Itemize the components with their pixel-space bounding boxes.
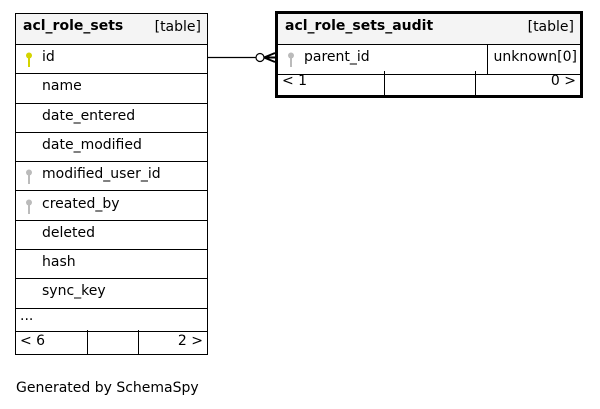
column-name: sync_key	[42, 283, 106, 300]
table-acl-role-sets[interactable]: acl_role_sets [table] id name date_entered…	[15, 13, 208, 355]
zero-cardinality-icon	[255, 52, 265, 63]
footer-divider	[475, 71, 476, 95]
crows-foot-icon	[263, 52, 276, 63]
column-name: hash	[42, 254, 76, 271]
column-parent-id[interactable]: parent_id unknown[0]	[278, 44, 580, 75]
children-count: < 1	[282, 73, 308, 89]
column-name: created_by	[42, 195, 120, 212]
foreign-key-icon	[26, 169, 32, 185]
column-divider	[487, 44, 488, 74]
column-date-modified[interactable]: date_modified	[16, 132, 207, 163]
column-type: unknown[0]	[493, 49, 577, 65]
column-name: id	[42, 49, 55, 65]
footer-divider	[138, 330, 139, 354]
foreign-key-icon	[26, 199, 32, 214]
column-name: parent_id	[304, 49, 370, 65]
table-kind: [table]	[527, 19, 574, 35]
column-id[interactable]: id	[16, 44, 207, 75]
table-header: acl_role_sets [table]	[16, 14, 207, 45]
column-name[interactable]: name	[16, 73, 207, 104]
column-created-by[interactable]: created_by	[16, 191, 207, 221]
parents-count: 0 >	[550, 73, 576, 89]
table-acl-role-sets-audit[interactable]: acl_role_sets_audit [table] parent_id un…	[275, 11, 583, 98]
table-name: acl_role_sets	[23, 18, 124, 34]
parents-count: 2 >	[177, 333, 203, 349]
column-name: deleted	[42, 224, 95, 241]
column-hash[interactable]: hash	[16, 249, 207, 280]
table-kind: [table]	[154, 19, 201, 35]
column-name: name	[42, 78, 82, 95]
column-name: date_modified	[42, 136, 142, 153]
footer-divider	[384, 71, 385, 95]
column-deleted[interactable]: deleted	[16, 220, 207, 251]
column-date-entered[interactable]: date_entered	[16, 103, 207, 133]
table-header: acl_role_sets_audit [table]	[278, 14, 580, 45]
column-modified-user-id[interactable]: modified_user_id	[16, 161, 207, 192]
column-sync-key[interactable]: sync_key	[16, 278, 207, 309]
table-footer: < 1 0 >	[278, 71, 580, 95]
footer-divider	[87, 330, 88, 354]
primary-key-icon	[26, 52, 32, 67]
more-columns: ...	[16, 307, 207, 332]
foreign-key-icon	[288, 52, 294, 67]
relationship-connector	[208, 52, 276, 63]
column-name: date_entered	[42, 107, 136, 124]
column-name: modified_user_id	[42, 166, 161, 183]
children-count: < 6	[20, 333, 46, 349]
table-footer: < 6 2 >	[16, 330, 207, 354]
table-name: acl_role_sets_audit	[285, 18, 434, 34]
more-label: ...	[20, 308, 34, 324]
generated-by-credit: Generated by SchemaSpy	[16, 380, 199, 396]
